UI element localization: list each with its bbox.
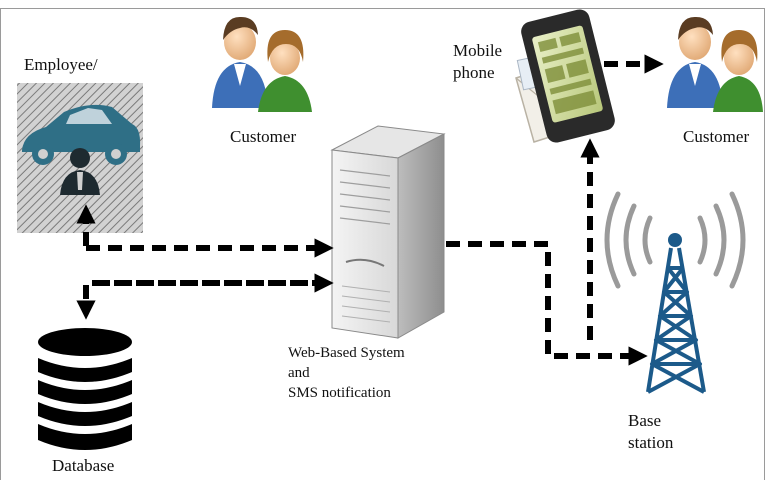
server-icon (330, 125, 446, 339)
customer-right-icon (667, 16, 763, 112)
arrow-server-to-base-station (446, 241, 648, 366)
base-station-label-line1: Base (628, 411, 662, 430)
mobile-phone-icon (515, 9, 615, 143)
database-icon (38, 328, 132, 450)
arrow-server-to-database (76, 280, 326, 320)
employee-label: Employee/ (24, 55, 98, 74)
database-label: Database (52, 456, 115, 475)
mobile-label-line1: Mobile (453, 41, 503, 60)
employee-icon (17, 83, 143, 233)
server-label-line2: and (288, 365, 310, 381)
arrows (76, 54, 664, 366)
server-label-line1: Web-Based System (288, 345, 405, 361)
mobile-label-line2: phone (453, 63, 495, 82)
customer-left-label: Customer (230, 127, 297, 146)
base-station-label-line2: station (628, 433, 674, 452)
server-label-line3: SMS notification (288, 385, 391, 401)
customer-right-label: Customer (683, 127, 750, 146)
base-station-icon (604, 191, 746, 394)
customer-left-icon (212, 16, 312, 112)
